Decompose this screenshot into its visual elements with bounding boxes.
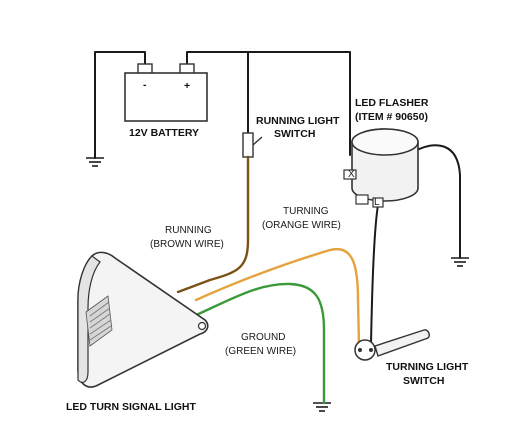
battery-icon <box>124 63 208 122</box>
battery-negative-wire <box>94 51 146 159</box>
battery-minus-sign: - <box>143 79 147 91</box>
turning-wire-label-line1: TURNING <box>283 206 329 217</box>
battery-positive-wire <box>186 51 351 156</box>
ground-wire-label-line1: GROUND <box>241 332 285 343</box>
flasher-ground-wire <box>412 144 461 259</box>
battery-plus-sign: + <box>184 80 190 92</box>
signal-light-label: LED TURN SIGNAL LIGHT <box>66 401 196 413</box>
running-wire-label-line1: RUNNING <box>165 225 212 236</box>
flasher-icon <box>343 128 419 208</box>
ground-icon <box>313 402 331 412</box>
orange-turning-wire <box>194 247 361 347</box>
supply-wires <box>94 51 461 346</box>
turning-switch-label-line1: TURNING LIGHT <box>386 361 469 373</box>
toggle-switch-icon <box>354 329 430 361</box>
green-ground-wire <box>192 282 326 405</box>
flasher-terminal-l: L <box>374 197 380 208</box>
ground-icon <box>86 157 104 167</box>
turn-signal-light-icon <box>77 251 209 388</box>
switch-icon <box>242 132 263 158</box>
flasher-load-wire <box>370 204 379 346</box>
brown-running-wire <box>176 155 250 294</box>
running-switch-label-line2: SWITCH <box>274 128 315 140</box>
flasher-label-line2: (ITEM # 90650) <box>355 111 428 123</box>
turning-wire-label-line2: (ORANGE WIRE) <box>262 220 341 231</box>
running-wire-label-line2: (BROWN WIRE) <box>150 239 224 250</box>
ground-icon <box>451 257 469 267</box>
flasher-terminal-x: X <box>348 169 355 180</box>
running-switch-label-line1: RUNNING LIGHT <box>256 115 340 127</box>
flasher-label-line1: LED FLASHER <box>355 97 429 109</box>
turning-switch-label-line2: SWITCH <box>403 375 444 387</box>
ground-wire-label-line2: (GREEN WIRE) <box>225 346 296 357</box>
battery-label: 12V BATTERY <box>129 127 199 139</box>
